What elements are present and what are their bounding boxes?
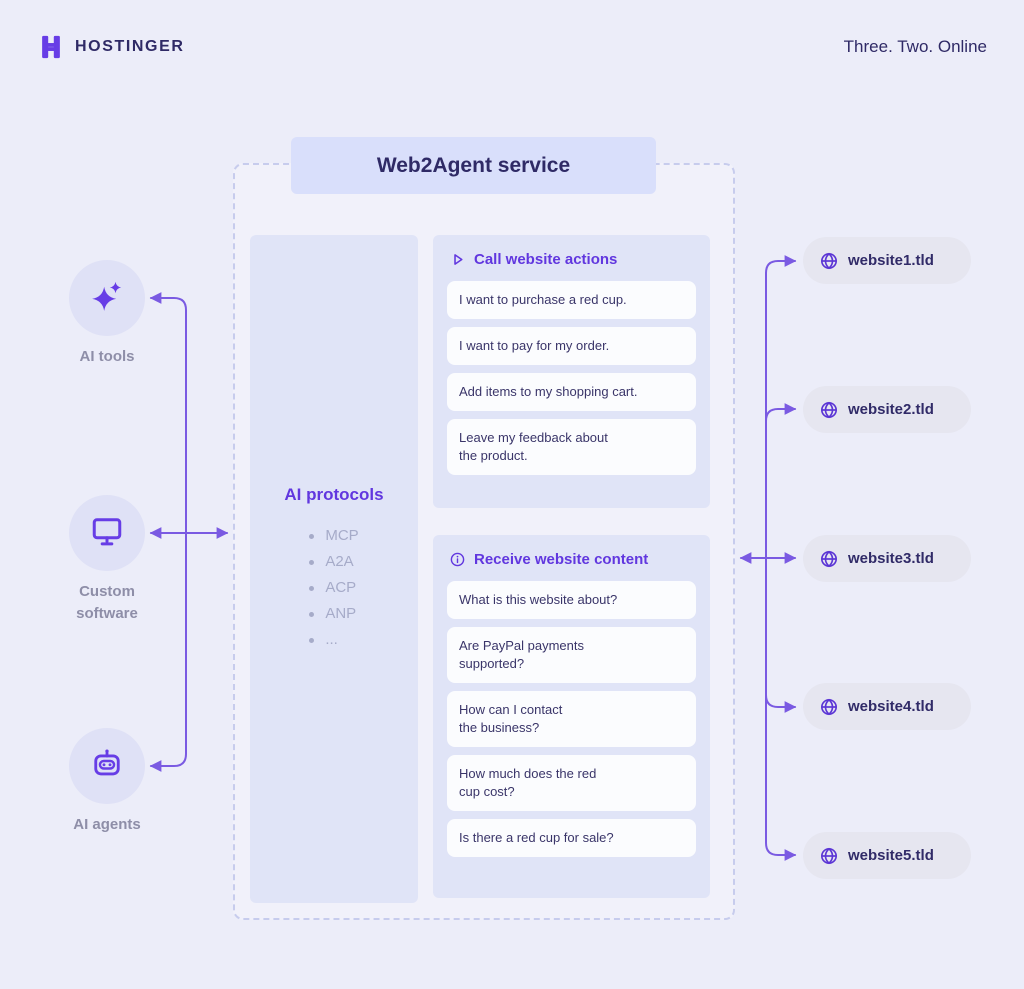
globe-icon [819, 697, 839, 717]
play-icon [449, 251, 466, 268]
globe-icon [819, 251, 839, 271]
protocol-label: MCP [325, 527, 359, 544]
protocol-item: ... [309, 627, 358, 653]
panel-title: Call website actions [474, 251, 618, 268]
globe-icon [819, 400, 839, 420]
bullet-dot [309, 637, 315, 643]
custom-software-circle [69, 495, 145, 571]
bullet-dot [309, 533, 315, 539]
ai-protocols-panel: AI protocols MCP A2A ACP ANP ... [250, 235, 418, 903]
website-label: website3.tld [848, 550, 934, 567]
protocol-label: ... [325, 631, 338, 648]
ai-tools-circle [69, 260, 145, 336]
website-pill-3: website3.tld [803, 535, 971, 582]
panel-header: Receive website content [447, 549, 696, 570]
website-pill-1: website1.tld [803, 237, 971, 284]
website-label: website4.tld [848, 698, 934, 715]
node-label: AI tools [79, 348, 135, 365]
bullet-dot [309, 585, 315, 591]
protocols-list: MCP A2A ACP ANP ... [309, 523, 359, 653]
arrow-website2 [765, 403, 797, 559]
brand-name: HOSTINGER [75, 38, 185, 55]
chat-bubble: Are PayPal payments supported? [447, 627, 696, 683]
arrow-website4 [765, 557, 797, 713]
bullet-dot [309, 559, 315, 565]
service-title: Web2Agent service [291, 137, 656, 194]
tagline: Three. Two. Online [843, 37, 987, 56]
ai-agents-circle [69, 728, 145, 804]
chat-bubble: I want to purchase a red cup. [447, 281, 696, 319]
chat-bubble: What is this website about? [447, 581, 696, 619]
custom-software-node: Custom software [37, 495, 177, 625]
protocol-label: ANP [325, 605, 357, 622]
chat-bubble: Is there a red cup for sale? [447, 819, 696, 857]
receive-website-content-panel: Receive website content What is this web… [433, 535, 710, 898]
chat-bubble: How can I contact the business? [447, 691, 696, 747]
globe-icon [819, 549, 839, 569]
website-label: website5.tld [848, 847, 934, 864]
chat-bubble: How much does the red cup cost? [447, 755, 696, 811]
website-pill-2: website2.tld [803, 386, 971, 433]
panel-title: Receive website content [474, 551, 649, 568]
website-label: website2.tld [848, 401, 934, 418]
ai-tools-node: AI tools [37, 260, 177, 368]
arrow-website1 [765, 255, 797, 559]
protocol-item: ANP [309, 601, 358, 627]
chat-bubble: Leave my feedback about the product. [447, 419, 696, 475]
call-website-actions-panel: Call website actions I want to purchase … [433, 235, 710, 508]
protocol-label: ACP [325, 579, 357, 596]
protocol-item: A2A [309, 549, 358, 575]
monitor-icon [89, 513, 125, 554]
bullet-dot [309, 611, 315, 617]
protocol-item: MCP [309, 523, 359, 549]
sparkles-icon [90, 279, 124, 318]
website-pill-4: website4.tld [803, 683, 971, 730]
ai-agents-node: AI agents [37, 728, 177, 836]
website-label: website1.tld [848, 252, 934, 269]
chat-bubble: I want to pay for my order. [447, 327, 696, 365]
panel-header: Call website actions [447, 249, 696, 270]
page-header: HOSTINGER Three. Two. Online [37, 33, 987, 61]
info-icon [449, 551, 466, 568]
protocols-title: AI protocols [284, 485, 384, 504]
website-pill-5: website5.tld [803, 832, 971, 879]
protocol-label: A2A [325, 553, 354, 570]
protocol-item: ACP [309, 575, 358, 601]
node-label: AI agents [73, 816, 141, 833]
arrow-website5 [765, 557, 797, 861]
brand: HOSTINGER [37, 33, 185, 61]
node-label: Custom software [76, 583, 138, 622]
hostinger-logo-icon [37, 33, 65, 61]
chat-bubble: Add items to my shopping cart. [447, 373, 696, 411]
globe-icon [819, 846, 839, 866]
robot-icon [89, 746, 125, 787]
